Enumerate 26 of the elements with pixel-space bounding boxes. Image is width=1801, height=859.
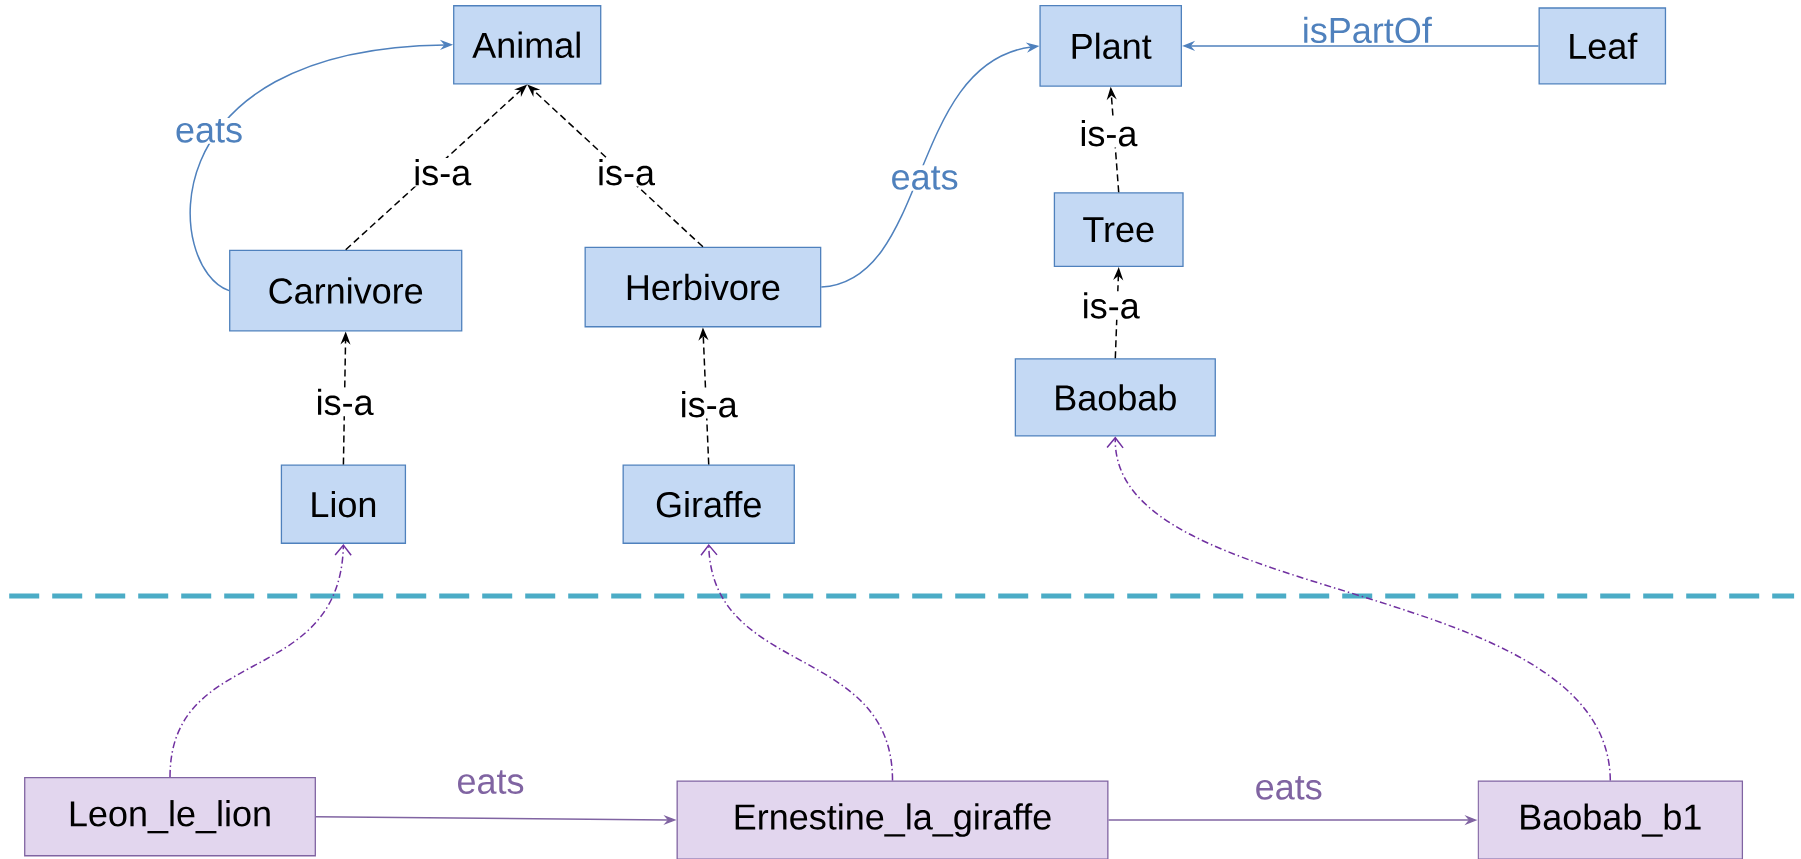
edge-label: eats	[1253, 775, 1324, 801]
class-box: Lion	[280, 464, 407, 544]
instance-box: Leon_le_lion	[24, 777, 316, 857]
edge-label: is-a	[1080, 291, 1141, 320]
edge-label: is-a	[314, 387, 375, 417]
edge-label: is-a	[596, 158, 656, 187]
arrow	[1106, 436, 1612, 782]
class-box: Tree	[1053, 192, 1184, 268]
edge-label: is-a	[412, 158, 473, 187]
instance-box: Baobab_b1	[1477, 780, 1744, 859]
arrow	[700, 543, 894, 782]
class-box: Herbivore	[584, 246, 822, 328]
edge-label: is-a	[678, 390, 739, 419]
edge-label: isPartOf	[1300, 15, 1433, 45]
arrow	[169, 543, 352, 778]
edge-label: is-a	[1078, 118, 1139, 148]
class-box: Giraffe	[622, 464, 795, 544]
edge-label: eats	[889, 165, 960, 191]
class-box: Plant	[1039, 5, 1182, 87]
class-box: Baobab	[1014, 358, 1216, 437]
edge-label: eats	[174, 118, 245, 144]
edge-label: eats	[455, 769, 526, 795]
class-box: Animal	[453, 5, 602, 85]
class-box: Leaf	[1538, 7, 1667, 85]
instance-box: Ernestine_la_giraffe	[676, 780, 1109, 859]
class-box: Carnivore	[229, 249, 463, 332]
